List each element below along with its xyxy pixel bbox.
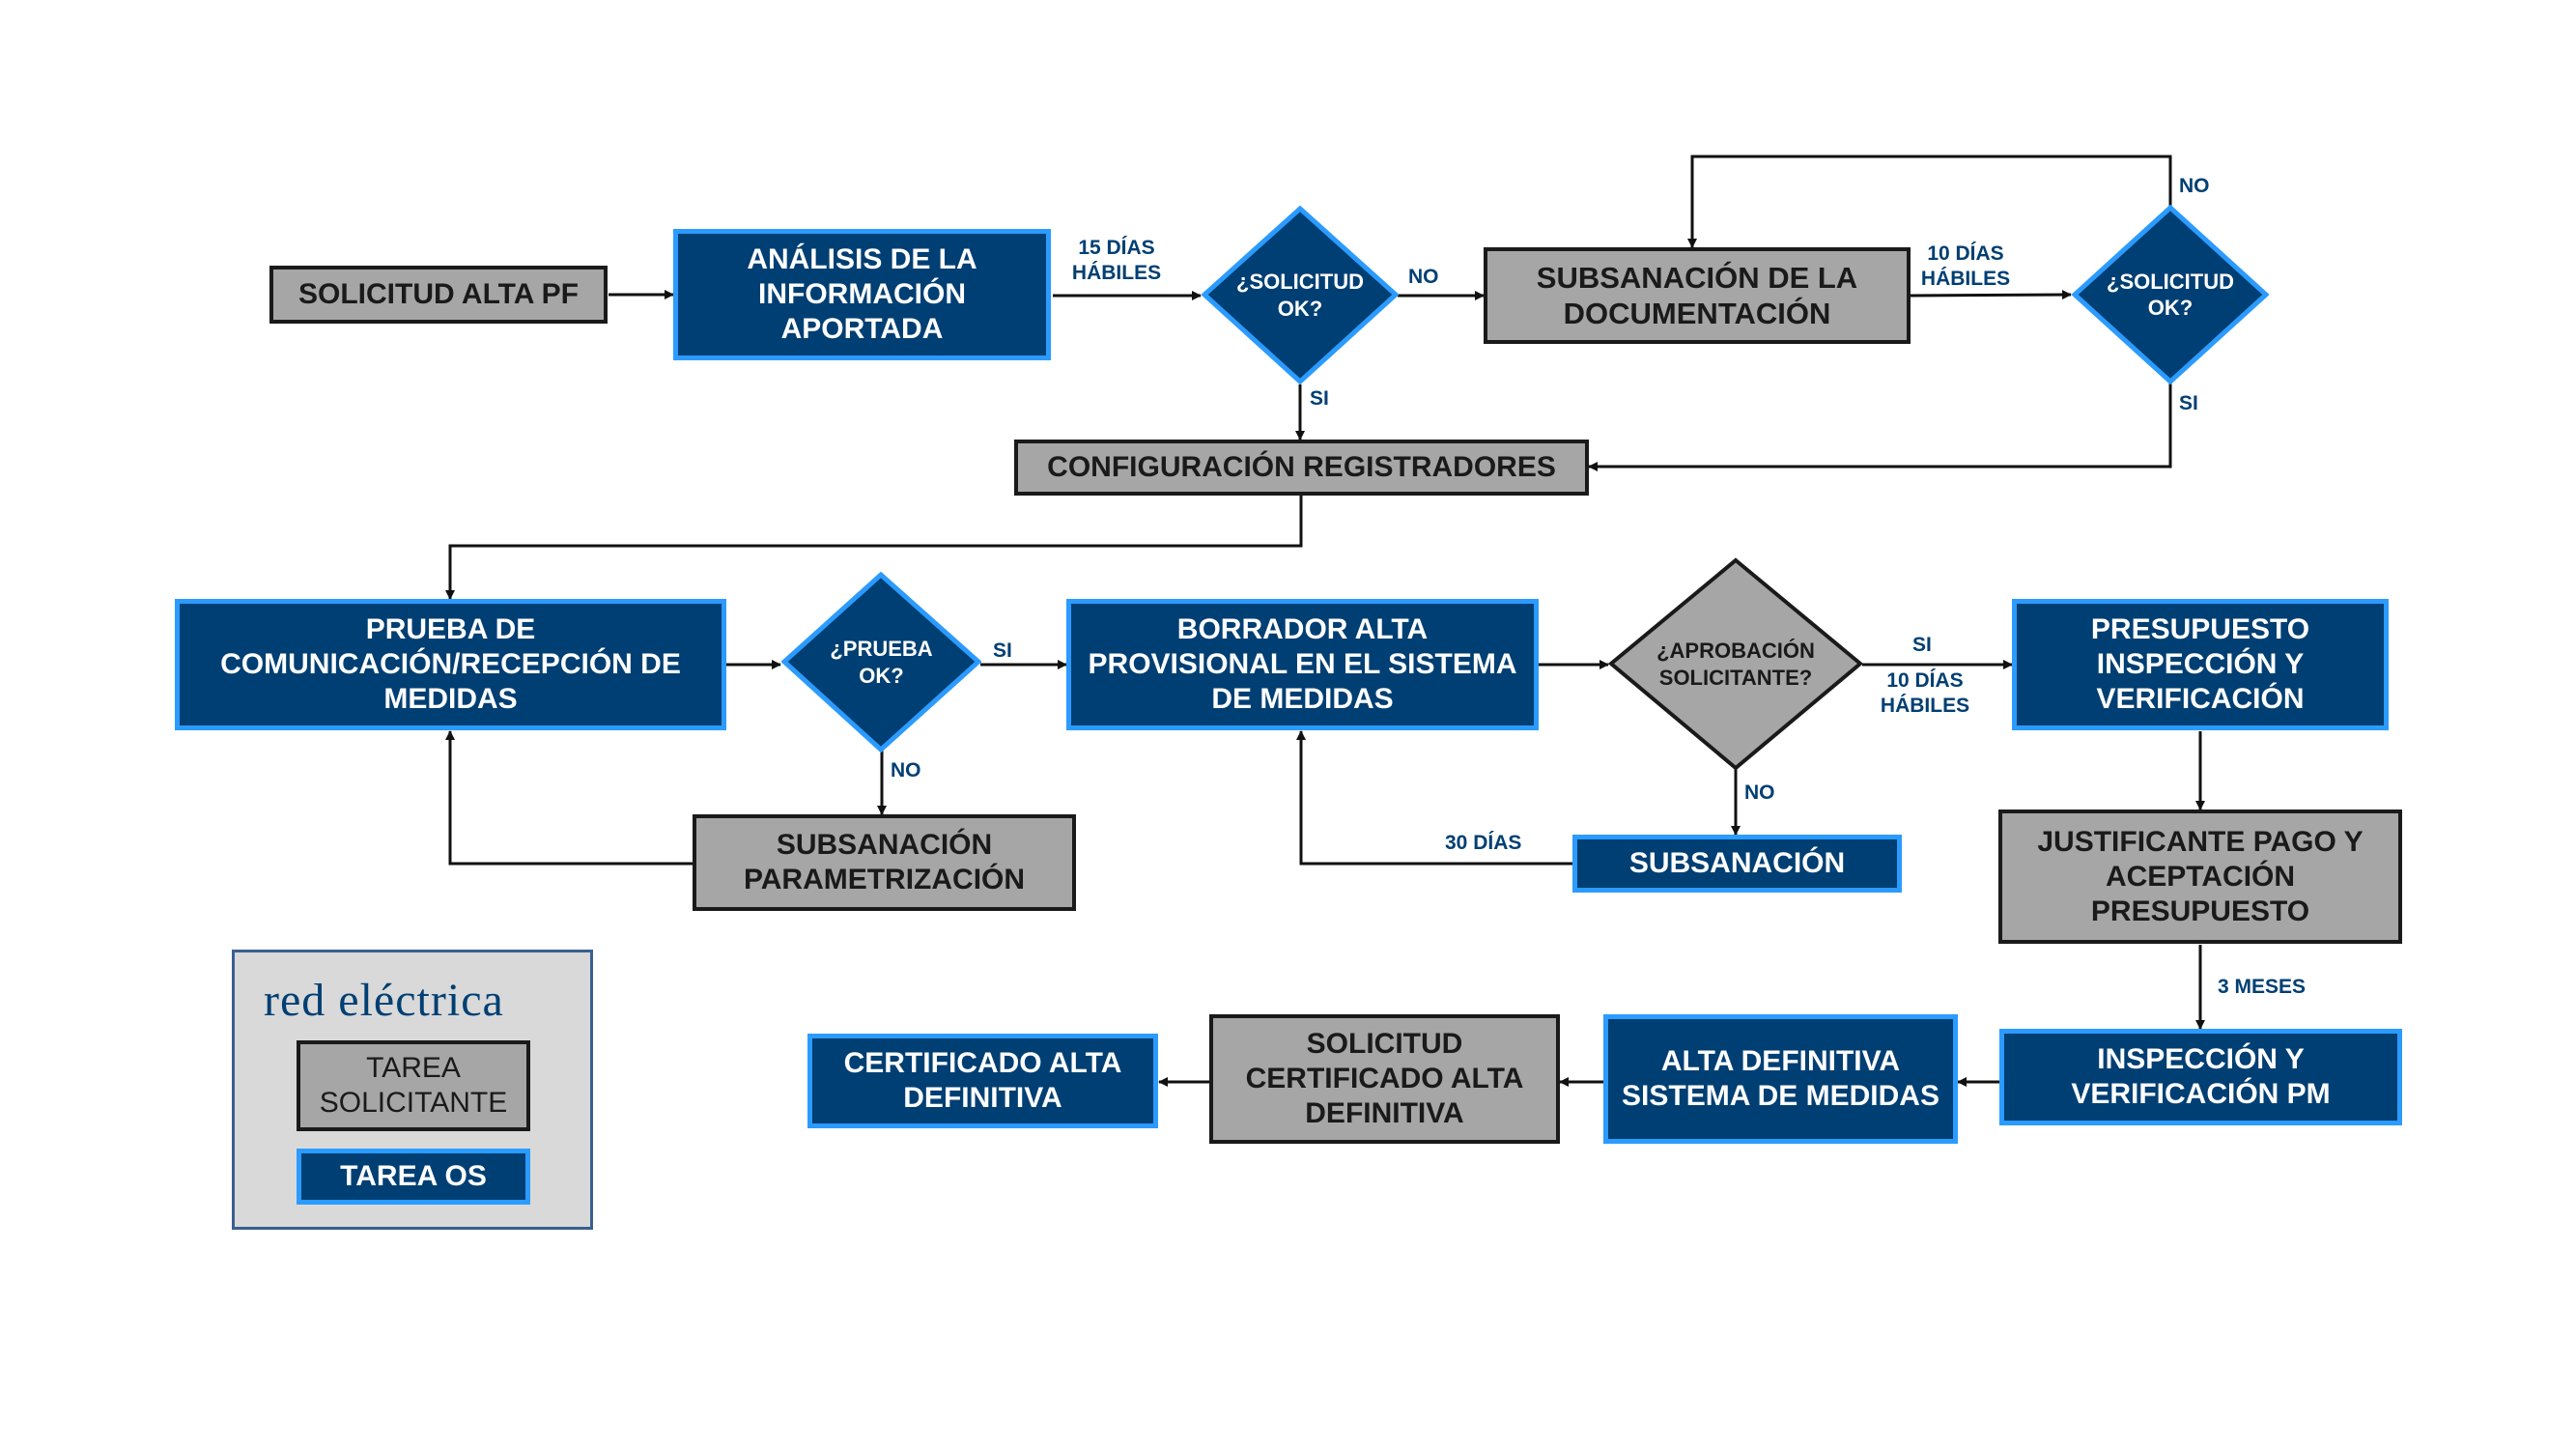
label-10-dias-2-line1: 10 DÍAS <box>1886 669 1964 692</box>
label-no-2: NO <box>2179 175 2210 197</box>
edge-subsanacion-decision2 <box>1910 290 2072 300</box>
decision-solicitud-ok-1-label: ¿SOLICITUD OK? <box>1236 270 1364 321</box>
edge-decision2-loop-no <box>1687 155 2172 248</box>
node-borrador-alta-provisional: BORRADOR ALTA PROVISIONAL EN EL SISTEMA … <box>1066 599 1539 730</box>
edge-decision2-configuracion <box>1588 384 2172 471</box>
node-justificante-pago: JUSTIFICANTE PAGO Y ACEPTACIÓN PRESUPUES… <box>1998 810 2402 944</box>
label-15-dias-line2: HÁBILES <box>1071 262 1162 285</box>
node-subsanacion-documentacion: SUBSANACIÓN DE LA DOCUMENTACIÓN <box>1484 247 1911 344</box>
edge-subsanacion-borrador <box>1296 730 1572 866</box>
label-si-2: SI <box>2179 392 2198 414</box>
label-3-meses: 3 MESES <box>2218 976 2307 998</box>
decision-prueba-ok-label: ¿PRUEBA OK? <box>830 637 933 688</box>
red-electrica-logo: red eléctrica <box>264 975 504 1026</box>
edge-subsanacion-param-prueba <box>445 730 693 866</box>
label-no-3: NO <box>891 759 921 781</box>
node-configuracion-registradores: CONFIGURACIÓN REGISTRADORES <box>1014 440 1589 496</box>
label-10-dias-line1: 10 DÍAS <box>1927 242 2004 265</box>
decision-aprobacion-solicitante: ¿APROBACIÓN SOLICITANTE? <box>1608 557 1863 771</box>
node-subsanacion-parametrizacion: SUBSANACIÓN PARAMETRIZACIÓN <box>693 814 1076 911</box>
node-analisis-informacion: ANÁLISIS DE LA INFORMACIÓN APORTADA <box>673 229 1051 360</box>
label-30-dias: 30 DÍAS <box>1445 832 1522 854</box>
decision-aprobacion-solicitante-label: ¿APROBACIÓN SOLICITANTE? <box>1656 639 1815 690</box>
node-inspeccion-verificacion-pm: INSPECCIÓN Y VERIFICACIÓN PM <box>1999 1029 2402 1125</box>
label-15-dias-line1: 15 DÍAS <box>1078 237 1155 259</box>
edge-configuracion-prueba <box>445 495 1303 600</box>
label-si-3: SI <box>993 639 1012 662</box>
label-10-dias: 10 DÍAS HÁBILES <box>1917 242 2014 293</box>
node-solicitud-alta-pf: SOLICITUD ALTA PF <box>269 266 608 324</box>
label-no-1: NO <box>1408 266 1439 288</box>
node-alta-definitiva: ALTA DEFINITIVA SISTEMA DE MEDIDAS <box>1603 1014 1958 1144</box>
node-presupuesto-inspeccion: PRESUPUESTO INSPECCIÓN Y VERIFICACIÓN <box>2012 599 2389 730</box>
label-10-dias-line2: HÁBILES <box>1920 268 2011 291</box>
label-10-dias-2: 10 DÍAS HÁBILES <box>1875 668 1975 720</box>
label-15-dias: 15 DÍAS HÁBILES <box>1068 236 1165 287</box>
label-si-1: SI <box>1310 387 1329 410</box>
node-prueba-comunicacion: PRUEBA DE COMUNICACIÓN/RECEPCIÓN DE MEDI… <box>175 599 726 730</box>
node-solicitud-certificado: SOLICITUD CERTIFICADO ALTA DEFINITIVA <box>1209 1014 1560 1144</box>
node-certificado-alta-definitiva: CERTIFICADO ALTA DEFINITIVA <box>807 1034 1158 1128</box>
decision-solicitud-ok-2: ¿SOLICITUD OK? <box>2072 205 2269 384</box>
decision-solicitud-ok-1: ¿SOLICITUD OK? <box>1202 206 1399 384</box>
legend-tarea-solicitante: TAREA SOLICITANTE <box>297 1040 530 1131</box>
decision-solicitud-ok-2-label: ¿SOLICITUD OK? <box>2107 269 2234 321</box>
decision-prueba-ok: ¿PRUEBA OK? <box>781 572 981 753</box>
label-si-4: SI <box>1912 634 1932 656</box>
label-no-4: NO <box>1744 781 1775 804</box>
node-subsanacion: SUBSANACIÓN <box>1572 835 1902 893</box>
legend-tarea-os: TAREA OS <box>297 1149 530 1205</box>
label-10-dias-2-line2: HÁBILES <box>1880 695 1970 718</box>
legend: red eléctrica TAREA SOLICITANTE TAREA OS <box>232 950 593 1230</box>
